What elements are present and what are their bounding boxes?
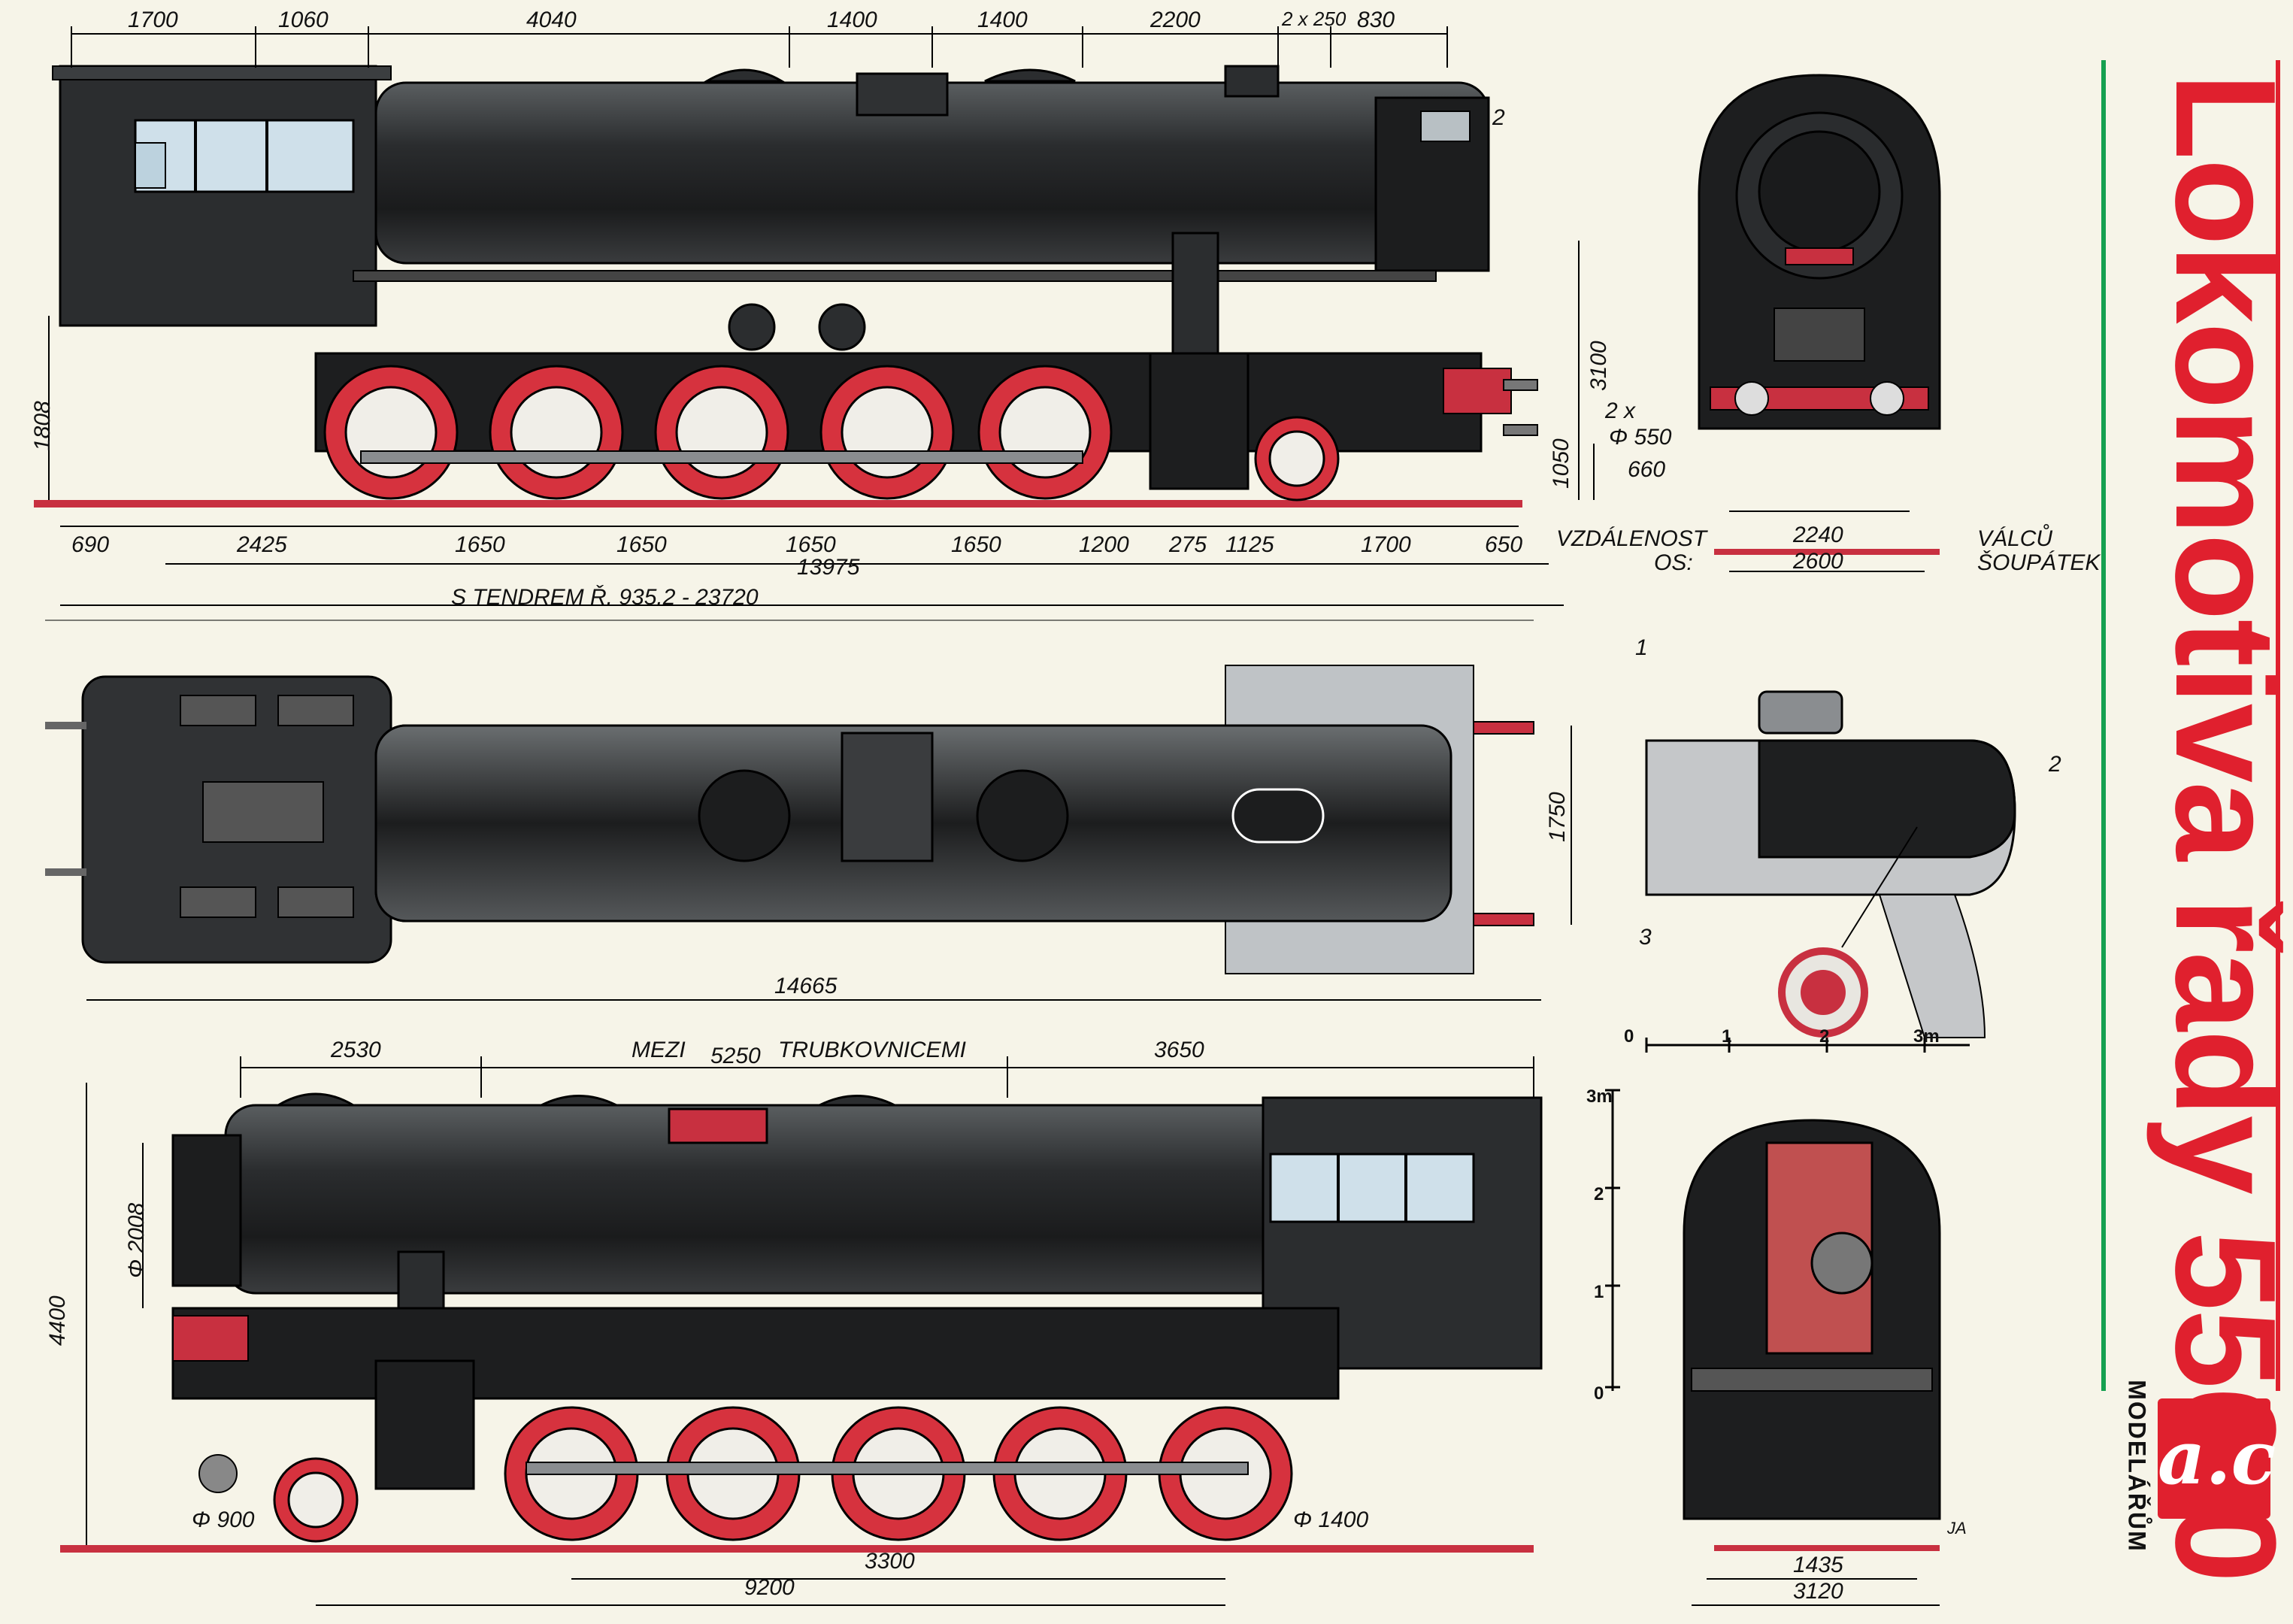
dim-bot-650: 650	[1485, 532, 1523, 557]
scale-v-1: 1	[1594, 1282, 1604, 1302]
callout-2-top: 2	[1492, 105, 1505, 130]
dim-phi-2008: Φ 2008	[124, 1202, 149, 1278]
dim-bot-1650a: 1650	[455, 532, 505, 557]
scale-v-2: 2	[1594, 1184, 1604, 1204]
signature: JA	[1947, 1519, 1967, 1538]
plan-view	[45, 665, 1572, 1001]
dim-bot-690: 690	[71, 532, 110, 557]
scale-h-1: 1	[1722, 1026, 1732, 1047]
dim-front-2240: 2240	[1793, 523, 1843, 547]
dim-bot-275: 275	[1169, 532, 1207, 557]
label-trubkovnicemi: TRUBKOVNICEMI	[778, 1038, 967, 1062]
scale-h-3: 3m	[1913, 1026, 1940, 1047]
dim-9200: 9200	[744, 1575, 795, 1600]
accent-lines	[2101, 60, 2280, 1391]
callout-3: 3	[1639, 925, 1652, 950]
dim-1050: 1050	[1549, 438, 1574, 489]
dim-bot-1650b: 1650	[616, 532, 667, 557]
dim-top-1700: 1700	[128, 8, 178, 32]
brand-subtitle: MODELÁŘŮM	[2123, 1380, 2151, 1553]
dim-1808: 1808	[30, 401, 55, 451]
label-os: OS:	[1654, 550, 1693, 575]
cyl-diameter: Φ 550	[1609, 425, 1672, 450]
label-valcu: VÁLCŮ	[1977, 526, 2053, 551]
label-s-tendrem: S TENDREM Ř. 935.2 - 23720	[451, 585, 759, 610]
dim-top-1060: 1060	[278, 8, 329, 32]
dim-total-13975: 13975	[797, 555, 860, 580]
dim-3100: 3100	[1586, 341, 1611, 391]
dim-phi-1400: Φ 1400	[1293, 1507, 1369, 1532]
dim-bot-1125: 1125	[1225, 532, 1274, 557]
dim-bot-1200: 1200	[1079, 532, 1129, 557]
brand-logo: a.c	[2158, 1398, 2276, 1519]
dim-3650: 3650	[1154, 1038, 1204, 1062]
dim-3300: 3300	[865, 1549, 915, 1574]
top-dimension-lines	[48, 26, 1595, 606]
label-mezi: MEZI	[632, 1038, 686, 1062]
dim-front-2600: 2600	[1793, 549, 1843, 574]
dim-2530: 2530	[331, 1038, 381, 1062]
dim-rear-3120: 3120	[1793, 1579, 1843, 1604]
scale-h-2: 2	[1819, 1026, 1830, 1047]
dim-bot-1650c: 1650	[786, 532, 836, 557]
cyl-count: 2 x	[1605, 398, 1636, 423]
side-view-top	[34, 65, 1538, 508]
dim-top-830: 830	[1357, 8, 1395, 32]
label-soupatek: ŠOUPÁTEK	[1977, 550, 2101, 575]
page-title: Lokomotiva řady 556.0	[2146, 72, 2293, 1582]
dim-bot-1650d: 1650	[951, 532, 1001, 557]
scale-v-3: 3m	[1586, 1086, 1613, 1107]
dim-top-4040: 4040	[526, 8, 577, 32]
dim-4400: 4400	[45, 1295, 70, 1346]
callout-2-detail: 2	[2049, 752, 2061, 777]
dim-top-2200: 2200	[1150, 8, 1201, 32]
scale-h-0: 0	[1624, 1026, 1634, 1047]
dim-bot-2425: 2425	[237, 532, 287, 557]
rear-view	[1683, 1119, 1941, 1606]
brand-logo-text: a.c	[2158, 1415, 2276, 1501]
front-view	[1698, 74, 1941, 572]
dim-5250: 5250	[710, 1044, 761, 1068]
detail-view	[1605, 690, 2016, 1391]
bottom-dimension-lines	[86, 1056, 1534, 1606]
dim-phi-900: Φ 900	[192, 1507, 255, 1532]
label-vzdalenost: VZDÁLENOST	[1556, 526, 1707, 551]
dim-bot-1700: 1700	[1361, 532, 1411, 557]
dim-top-2x250: 2 x 250	[1282, 8, 1346, 30]
dim-14665: 14665	[774, 974, 838, 998]
cyl-stroke: 660	[1628, 457, 1666, 482]
dim-top-1400a: 1400	[827, 8, 877, 32]
side-view-bottom	[60, 1092, 1543, 1553]
dim-rear-1435: 1435	[1793, 1553, 1843, 1577]
dim-top-1400b: 1400	[977, 8, 1028, 32]
dim-1750: 1750	[1545, 792, 1570, 842]
scale-v-0: 0	[1594, 1383, 1604, 1404]
callout-1: 1	[1635, 635, 1648, 660]
